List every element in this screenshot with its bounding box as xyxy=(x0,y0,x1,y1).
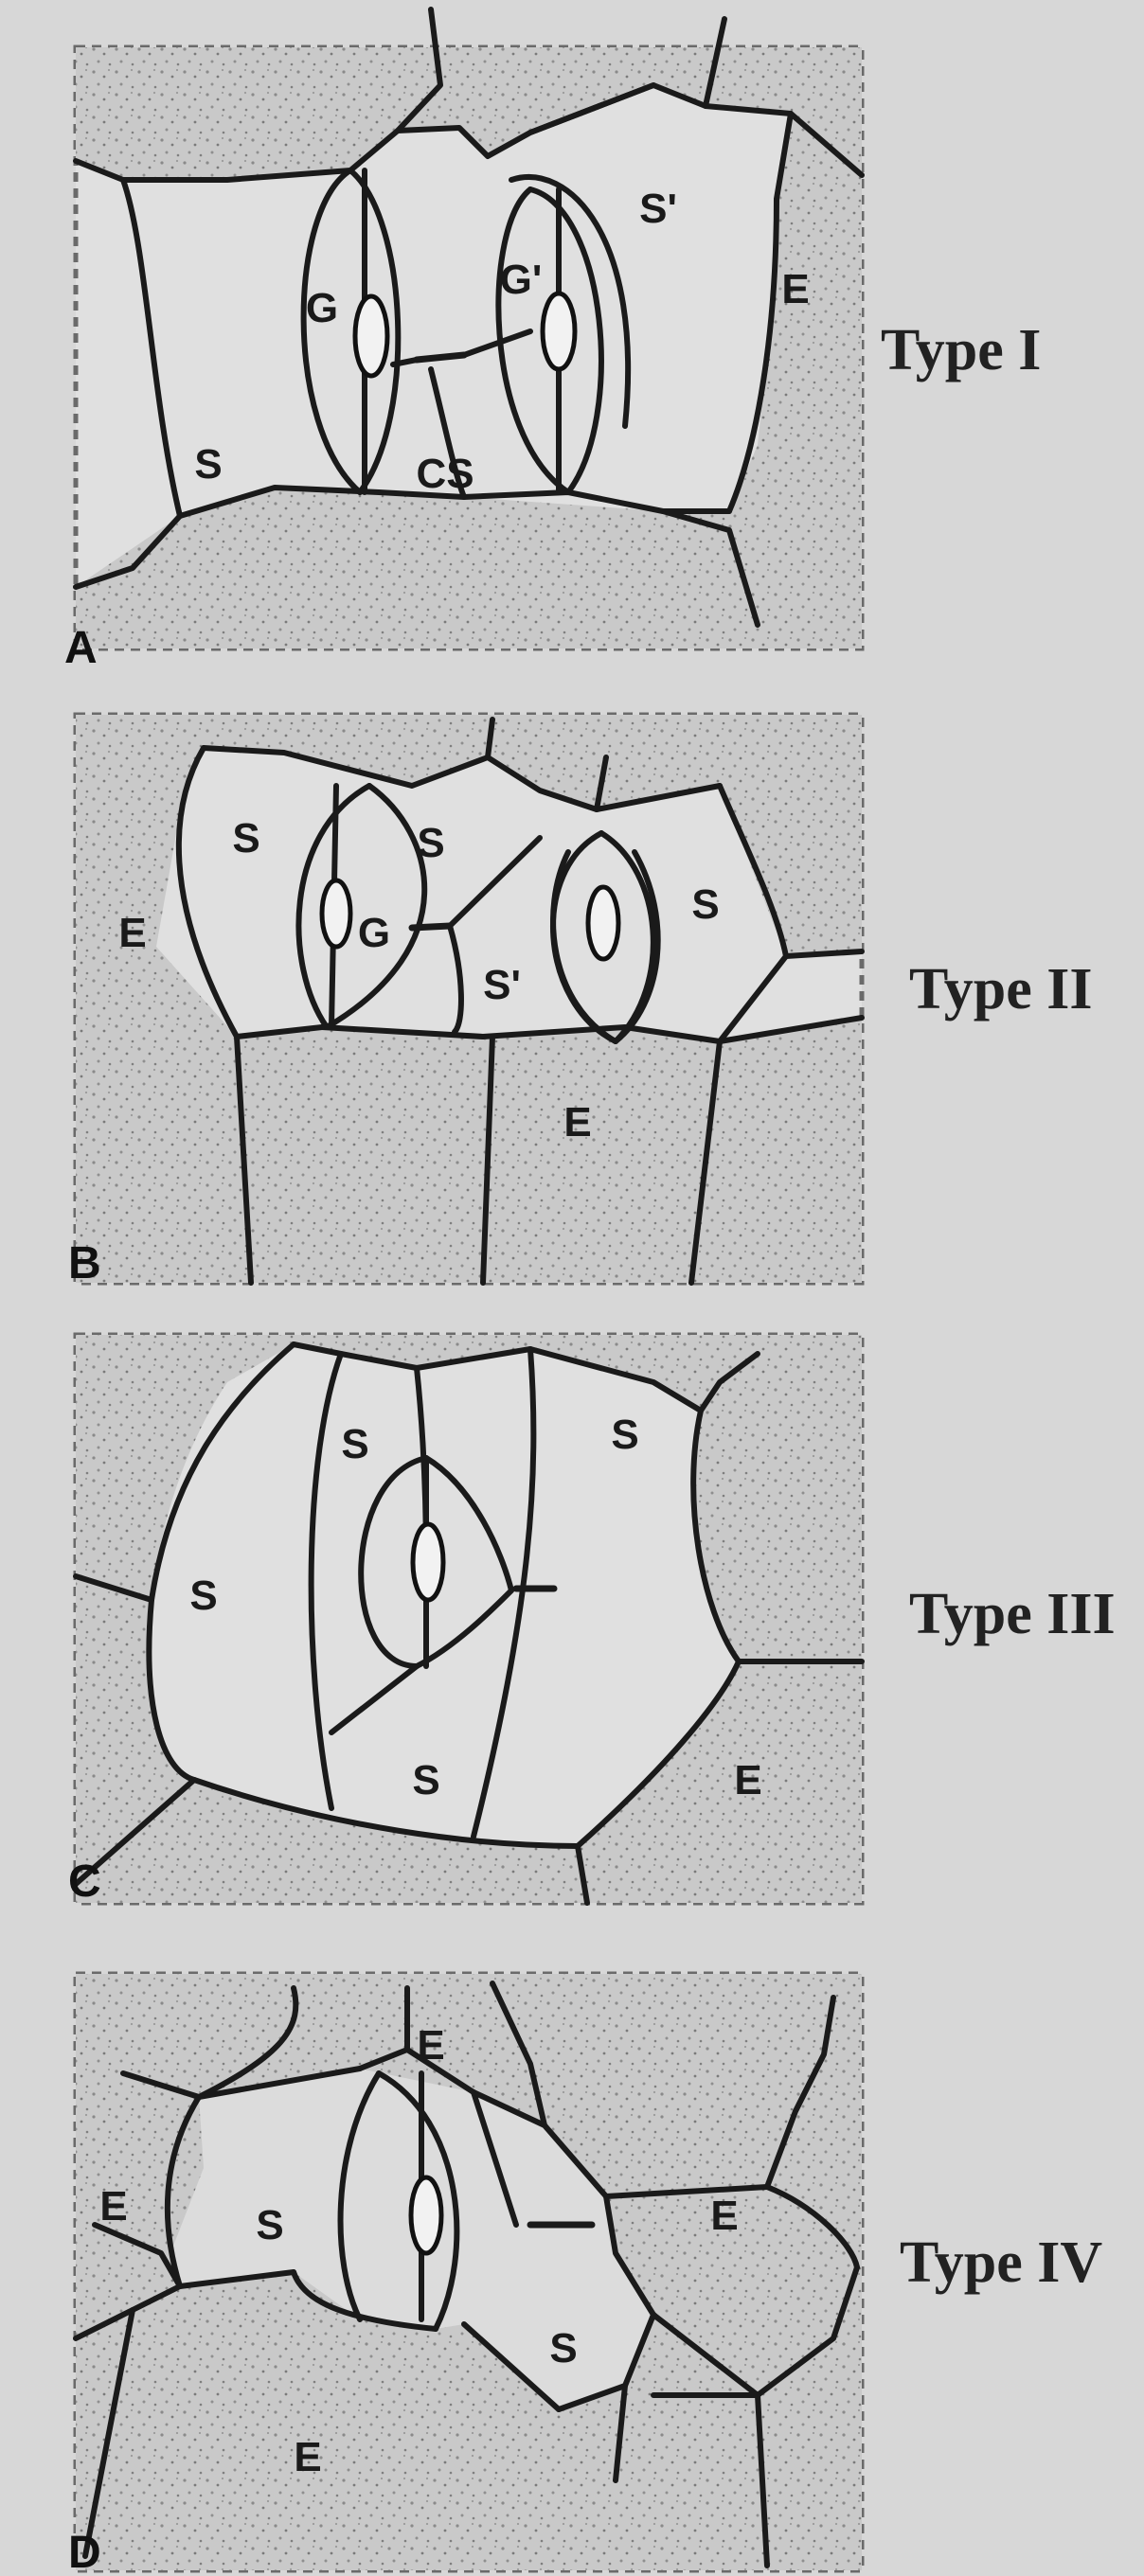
panel-d-label-s-bottom: S xyxy=(549,2325,577,2372)
type-1-label: Type I xyxy=(881,318,1041,382)
panel-b-label-e-bottom: E xyxy=(563,1099,591,1146)
panel-b-label-s-right: S xyxy=(691,881,719,928)
panel-d: E E S E S E D xyxy=(68,1974,862,2576)
panel-d-letter: D xyxy=(68,2528,101,2576)
panel-b-label-e-left: E xyxy=(118,910,146,956)
panel-a-label-g: G xyxy=(306,285,338,331)
panel-d-label-e-top: E xyxy=(417,2022,444,2069)
panel-b-letter: B xyxy=(68,1238,101,1288)
type-2-label: Type II xyxy=(909,957,1093,1022)
panel-d-label-s-left: S xyxy=(256,2202,283,2248)
panel-c: S S S S E C xyxy=(68,1335,862,1907)
panel-b: S S G S' S E E B xyxy=(68,715,862,1288)
panel-a-label-s-prime: S' xyxy=(639,186,677,232)
panel-b-label-s-prime: S' xyxy=(483,962,521,1008)
panel-a-label-s: S xyxy=(194,441,222,488)
panel-b-stoma-pore-left xyxy=(322,880,350,947)
panel-d-label-e-right: E xyxy=(710,2193,738,2239)
panel-d-label-e-bottom: E xyxy=(294,2434,321,2480)
panel-b-epidermis-bottom xyxy=(237,1018,862,1283)
panel-c-label-s-bottom: S xyxy=(412,1757,439,1803)
panel-a-label-e: E xyxy=(781,266,809,312)
panel-b-stoma-pore-right xyxy=(588,887,618,959)
panel-a-label-g-prime: G' xyxy=(500,257,543,303)
panel-a: S S' G G' CS E A xyxy=(64,9,862,673)
panel-a-letter: A xyxy=(64,623,98,673)
panel-b-label-s-top-left: S xyxy=(232,815,259,862)
panel-a-stoma-pore-right xyxy=(543,293,575,369)
panel-c-label-e: E xyxy=(734,1757,761,1803)
panel-c-label-s-top-left: S xyxy=(341,1421,368,1467)
panel-c-stoma-pore xyxy=(413,1524,443,1600)
panel-a-stoma-pore-left xyxy=(355,296,387,376)
panel-d-stoma-pore xyxy=(411,2177,441,2253)
panel-a-label-cs: CS xyxy=(416,451,474,497)
panel-d-label-e-left: E xyxy=(99,2183,127,2230)
type-3-label: Type III xyxy=(909,1582,1116,1646)
panel-c-letter: C xyxy=(68,1856,101,1907)
type-4-label: Type IV xyxy=(900,2230,1102,2295)
panel-b-label-g: G xyxy=(358,910,390,956)
panel-b-label-s-top-center: S xyxy=(417,820,444,866)
panel-c-label-s-left: S xyxy=(189,1572,217,1619)
panel-c-label-s-top-right: S xyxy=(611,1412,638,1458)
